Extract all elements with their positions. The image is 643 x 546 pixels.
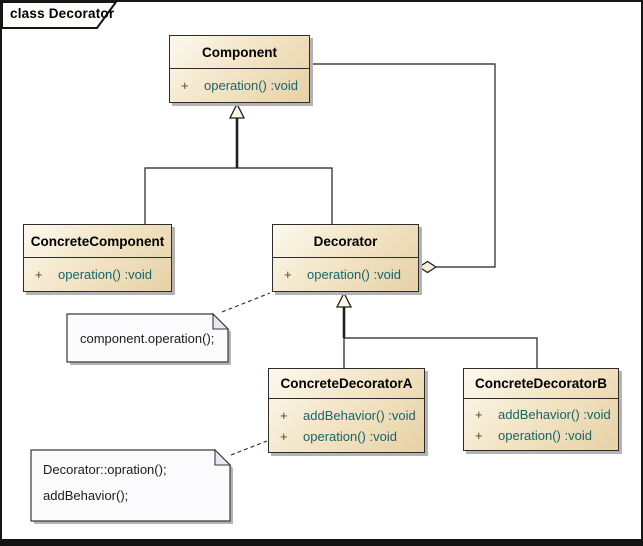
operation-signature: operation() :void: [204, 78, 298, 93]
operation-row: + addBehavior() :void: [269, 405, 424, 426]
window-bottom-edge: [0, 539, 643, 546]
class-box-concrete-decorator-a[interactable]: ConcreteDecoratorA + addBehavior() :void…: [268, 368, 425, 453]
note-line: addBehavior();: [43, 488, 129, 503]
class-box-component[interactable]: Component + operation() :void: [169, 35, 310, 103]
operation-row: + operation() :void: [464, 425, 618, 446]
class-box-concrete-decorator-b[interactable]: ConcreteDecoratorB + addBehavior() :void…: [463, 368, 619, 451]
operation-row: + operation() :void: [170, 75, 309, 96]
aggregation-decorator-component[interactable]: [309, 63, 496, 274]
frame-tab-label: class Decorator: [10, 6, 115, 21]
note-link-concrete-a[interactable]: [230, 440, 268, 456]
class-box-concrete-component[interactable]: ConcreteComponent + operation() :void: [23, 224, 172, 292]
attribute-compartment: + operation() :void: [170, 69, 309, 102]
visibility-marker: +: [181, 78, 189, 93]
attribute-compartment: + operation() :void: [273, 258, 418, 291]
visibility-marker: +: [280, 428, 288, 444]
operation-signature: operation() :void: [498, 427, 592, 443]
class-name: Component: [170, 36, 309, 69]
class-name: ConcreteDecoratorA: [269, 369, 424, 399]
note-decorator-shape[interactable]: [66, 312, 231, 365]
operation-signature: addBehavior() :void: [303, 407, 416, 423]
attribute-compartment: + operation() :void: [24, 258, 171, 291]
visibility-marker: +: [475, 406, 483, 422]
note-line: component.operation();: [80, 331, 215, 346]
visibility-marker: +: [35, 267, 43, 282]
operation-row: + operation() :void: [24, 264, 171, 285]
attribute-compartment: + addBehavior() :void + operation() :voi…: [464, 399, 618, 450]
class-box-decorator[interactable]: Decorator + operation() :void: [272, 224, 419, 292]
visibility-marker: +: [284, 267, 292, 282]
hollow-triangle-arrowhead: [335, 291, 353, 308]
note-line: Decorator::opration();: [43, 462, 167, 477]
operation-signature: operation() :void: [303, 428, 397, 444]
class-name: ConcreteComponent: [24, 225, 171, 258]
operation-row: + operation() :void: [273, 264, 418, 285]
note-concrete-a-text: Decorator::opration(); addBehavior();: [43, 462, 167, 514]
operation-signature: operation() :void: [58, 267, 152, 282]
note-fold-icon: [212, 312, 230, 330]
note-decorator-text: component.operation();: [80, 331, 214, 346]
attribute-compartment: + addBehavior() :void + operation() :voi…: [269, 399, 424, 452]
visibility-marker: +: [475, 427, 483, 443]
note-link-decorator[interactable]: [221, 292, 271, 313]
note-concrete-a-shape[interactable]: [30, 448, 233, 524]
frame-tab-shape: [1, 0, 118, 29]
generalization-to-decorator[interactable]: [335, 291, 538, 368]
generalization-to-component[interactable]: [144, 102, 333, 224]
operation-signature: operation() :void: [307, 267, 401, 282]
operation-row: + addBehavior() :void: [464, 404, 618, 425]
hollow-diamond: [417, 260, 438, 274]
operation-row: + operation() :void: [269, 426, 424, 447]
visibility-marker: +: [280, 407, 288, 423]
note-fold-icon: [214, 448, 232, 466]
operation-signature: addBehavior() :void: [498, 406, 611, 422]
class-name: Decorator: [273, 225, 418, 258]
hollow-triangle-arrowhead: [228, 102, 246, 119]
class-name: ConcreteDecoratorB: [464, 369, 618, 399]
